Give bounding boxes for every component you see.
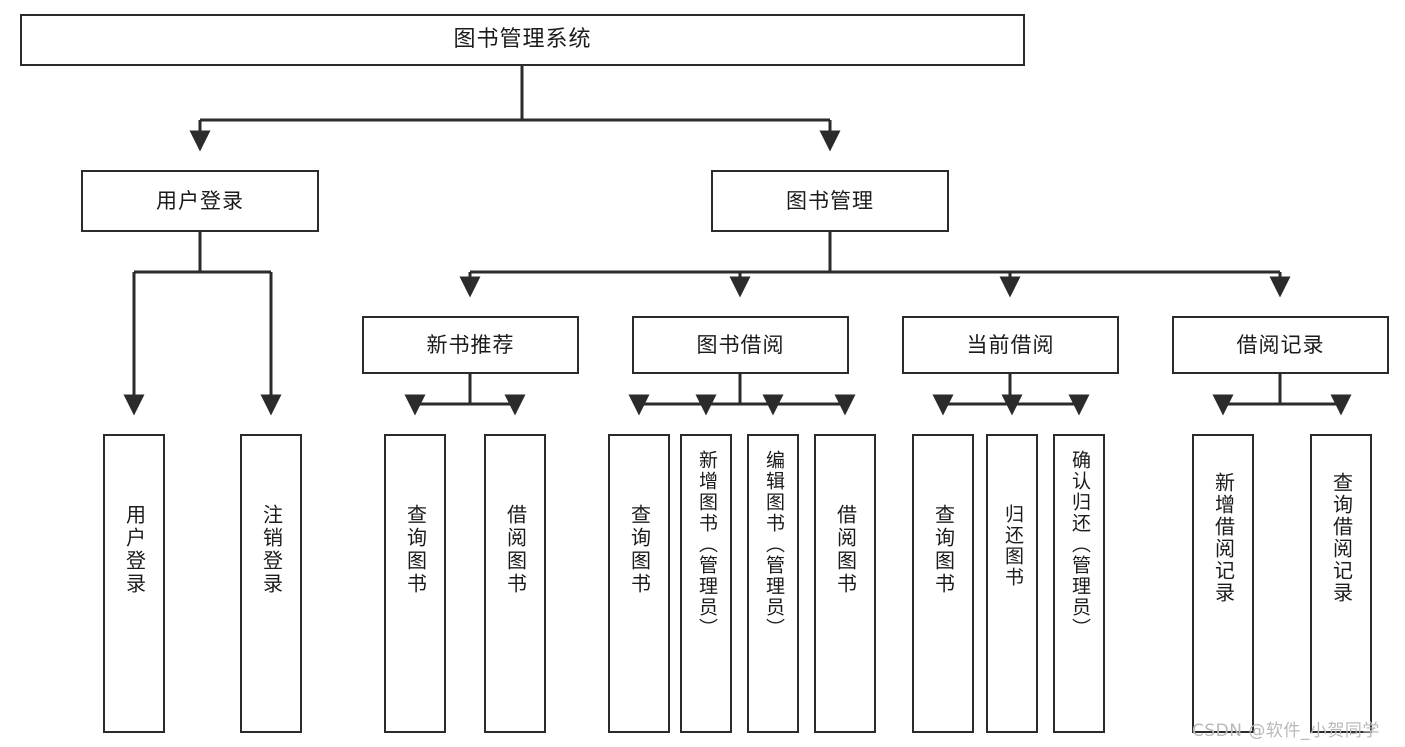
node-root[interactable]: 图书管理系统 bbox=[20, 14, 1025, 66]
node-leaf-edit-book-label: 编辑图书（管理员） bbox=[762, 450, 785, 639]
node-root-label: 图书管理系统 bbox=[453, 27, 592, 53]
node-book-borrow-label: 图书借阅 bbox=[696, 332, 785, 357]
node-leaf-edit-book[interactable]: 编辑图书（管理员） bbox=[747, 434, 799, 733]
node-leaf-logout[interactable]: 注销登录 bbox=[240, 434, 302, 733]
node-leaf-query-book-2[interactable]: 查询图书 bbox=[608, 434, 670, 733]
node-leaf-user-login-label: 用户登录 bbox=[122, 504, 147, 596]
node-leaf-user-login[interactable]: 用户登录 bbox=[103, 434, 165, 733]
node-book-manage-label: 图书管理 bbox=[786, 188, 874, 213]
node-leaf-borrow-book-1[interactable]: 借阅图书 bbox=[484, 434, 546, 733]
node-current-borrow[interactable]: 当前借阅 bbox=[902, 316, 1119, 374]
node-leaf-query-book-1-label: 查询图书 bbox=[403, 504, 428, 596]
node-leaf-add-record-label: 新增借阅记录 bbox=[1211, 472, 1236, 604]
node-borrow-record-label: 借阅记录 bbox=[1236, 332, 1325, 357]
node-new-book-recommend[interactable]: 新书推荐 bbox=[362, 316, 579, 374]
csdn-watermark: CSDN @软件_小贺同学 bbox=[1192, 721, 1380, 741]
node-leaf-query-book-3[interactable]: 查询图书 bbox=[912, 434, 974, 733]
node-leaf-confirm-return-label: 确认归还（管理员） bbox=[1068, 450, 1091, 639]
node-borrow-record[interactable]: 借阅记录 bbox=[1172, 316, 1389, 374]
node-user-login[interactable]: 用户登录 bbox=[81, 170, 319, 232]
node-book-borrow[interactable]: 图书借阅 bbox=[632, 316, 849, 374]
node-leaf-borrow-book-2[interactable]: 借阅图书 bbox=[814, 434, 876, 733]
node-leaf-logout-label: 注销登录 bbox=[259, 504, 284, 596]
node-leaf-query-record[interactable]: 查询借阅记录 bbox=[1310, 434, 1372, 733]
node-book-manage[interactable]: 图书管理 bbox=[711, 170, 949, 232]
node-leaf-borrow-book-1-label: 借阅图书 bbox=[503, 504, 528, 596]
node-leaf-add-book-label: 新增图书（管理员） bbox=[695, 450, 718, 639]
node-user-login-label: 用户登录 bbox=[156, 188, 244, 213]
node-leaf-query-book-3-label: 查询图书 bbox=[931, 504, 956, 596]
node-leaf-query-book-1[interactable]: 查询图书 bbox=[384, 434, 446, 733]
node-leaf-return-book[interactable]: 归还图书 bbox=[986, 434, 1038, 733]
node-leaf-query-book-2-label: 查询图书 bbox=[627, 504, 652, 596]
node-leaf-return-book-label: 归还图书 bbox=[1001, 504, 1024, 588]
node-current-borrow-label: 当前借阅 bbox=[966, 332, 1055, 357]
node-leaf-add-book[interactable]: 新增图书（管理员） bbox=[680, 434, 732, 733]
node-leaf-add-record[interactable]: 新增借阅记录 bbox=[1192, 434, 1254, 733]
node-leaf-confirm-return[interactable]: 确认归还（管理员） bbox=[1053, 434, 1105, 733]
node-leaf-query-record-label: 查询借阅记录 bbox=[1329, 472, 1354, 604]
node-new-book-recommend-label: 新书推荐 bbox=[426, 332, 515, 357]
node-leaf-borrow-book-2-label: 借阅图书 bbox=[833, 504, 858, 596]
